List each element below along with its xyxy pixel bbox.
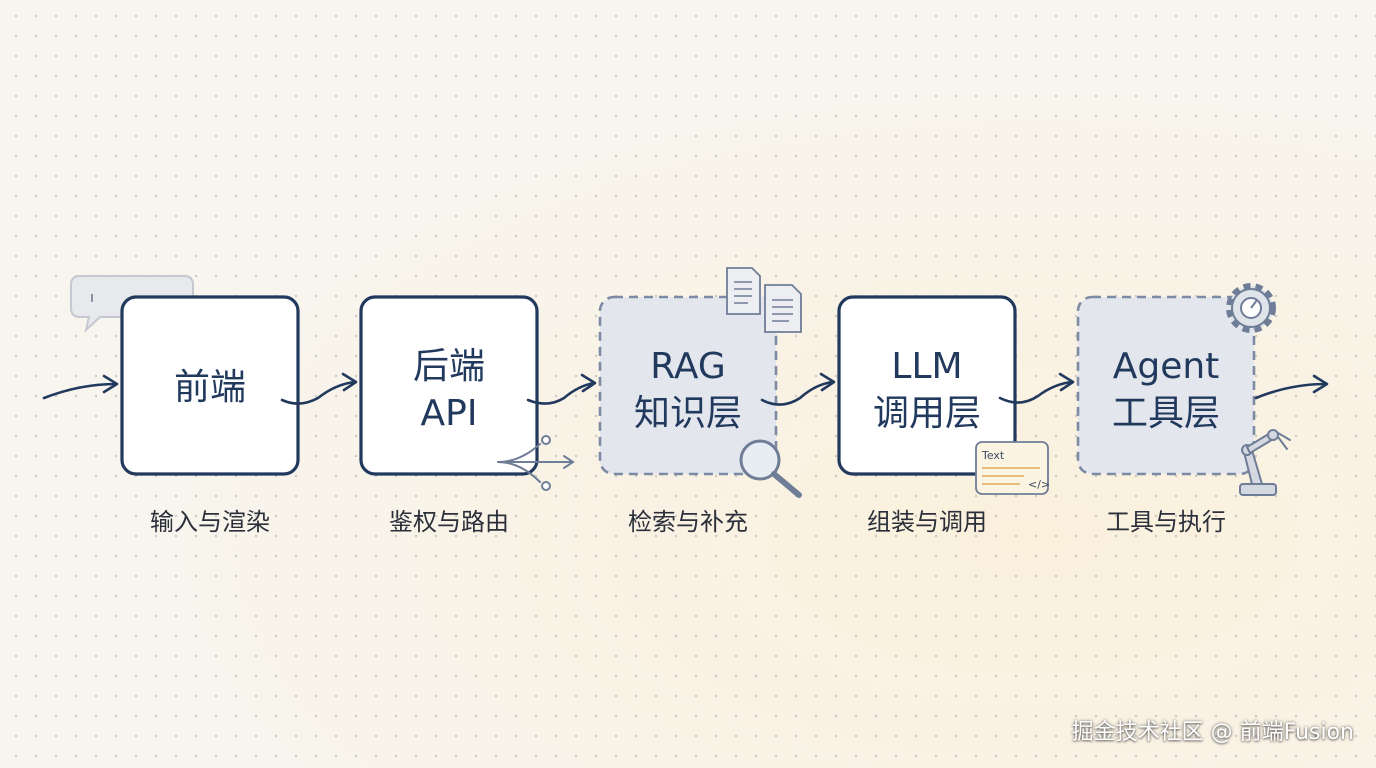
document-icon <box>726 267 761 315</box>
stage-captions: 输入与渲染 鉴权与路由 检索与补充 组装与调用 工具与执行 <box>150 508 1226 536</box>
stage-box-llm-call: LLM 调用层 <box>837 295 1017 476</box>
stage-box-frontend: 前端 <box>120 295 300 476</box>
stage-box-agent-tools: Agent 工具层 <box>1076 295 1256 476</box>
stage-title-line: 工具层 <box>1112 393 1220 434</box>
arrow-llm-to-agent <box>998 372 1075 404</box>
gear-icon <box>1226 283 1276 333</box>
stage-caption: 输入与渲染 <box>150 508 270 536</box>
robot-arm-icon <box>1239 429 1291 496</box>
stage-caption: 检索与补充 <box>628 508 748 536</box>
document-icon <box>764 284 802 333</box>
stage-caption: 工具与执行 <box>1106 508 1226 536</box>
documents-search-icon <box>726 267 802 498</box>
routing-arrows-icon <box>497 435 575 491</box>
stage-title-line: Agent <box>1113 346 1220 387</box>
chat-cursor-glyph: I <box>90 292 93 305</box>
code-window-icon: Text </> <box>975 441 1050 495</box>
arrow-output <box>1254 374 1329 400</box>
stage-title-line: 调用层 <box>873 393 981 434</box>
stage-title-line: 后端 <box>413 346 485 387</box>
code-window-code: </> <box>1028 478 1050 491</box>
stage-title-line: API <box>421 393 478 434</box>
stage-caption: 鉴权与路由 <box>389 508 509 536</box>
stage-title-line: RAG <box>650 346 725 387</box>
stage-title-line: 知识层 <box>634 393 742 434</box>
watermark: 掘金技术社区 @ 前端Fusion <box>1071 720 1354 745</box>
arrow-backend-to-rag <box>526 373 597 405</box>
stage-caption: 组装与调用 <box>867 508 987 536</box>
arrow-input <box>42 374 119 400</box>
stage-box-rag-knowledge: RAG 知识层 <box>598 295 778 476</box>
arrow-rag-to-llm <box>760 372 836 406</box>
flow-arrows <box>42 372 1329 406</box>
stage-box-backend-api: 后端 API <box>359 295 539 476</box>
stage-title-line: LLM <box>891 346 962 387</box>
code-window-label: Text <box>981 449 1005 462</box>
arrow-frontend-to-backend <box>280 372 358 405</box>
stage-title-line: 前端 <box>174 367 246 408</box>
magnifier-icon <box>739 439 802 498</box>
